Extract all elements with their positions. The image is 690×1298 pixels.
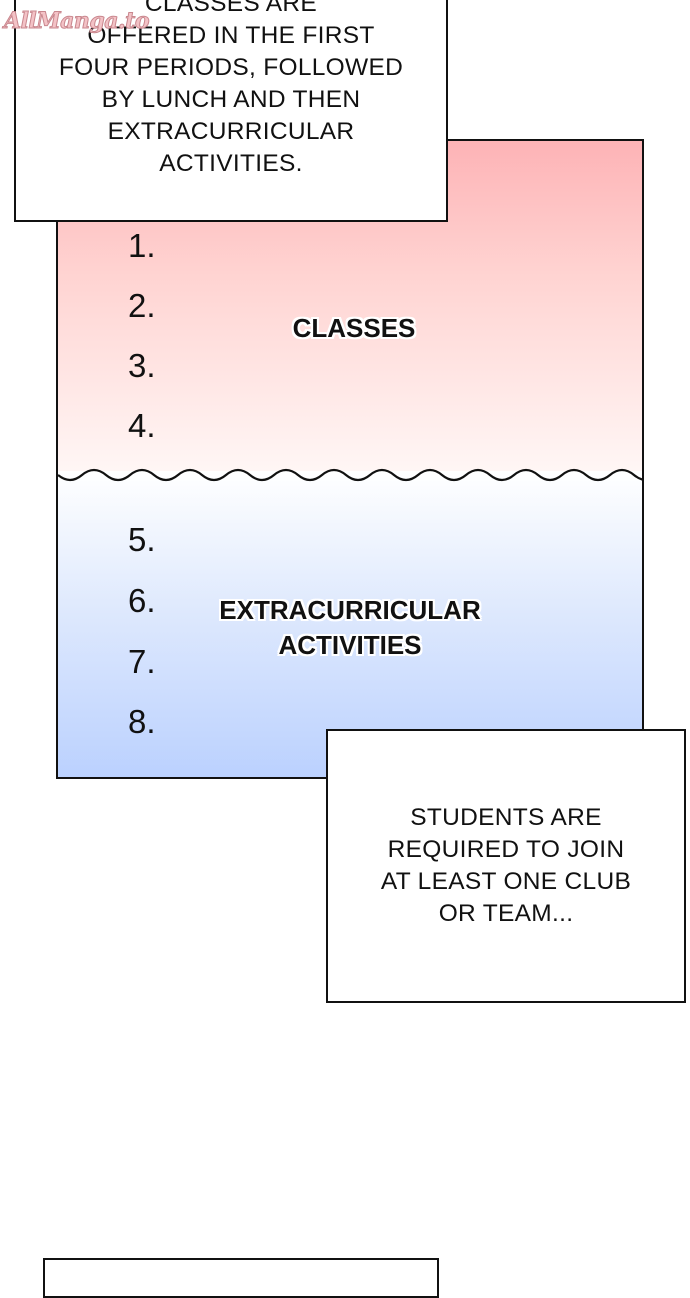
caption-next-panel xyxy=(43,1258,439,1298)
period-number: 4. xyxy=(128,407,156,444)
caption-line: REQUIRED TO JOIN xyxy=(387,836,625,863)
activities-label: EXTRACURRICULAR ACTIVITIES xyxy=(58,593,642,663)
period-number: 3. xyxy=(128,347,156,384)
activities-label-line: ACTIVITIES xyxy=(278,630,422,660)
wave-divider xyxy=(58,468,642,482)
activities-label-line: EXTRACURRICULAR xyxy=(219,595,481,625)
caption-line: CLASSES ARE xyxy=(144,0,318,17)
caption-bottom: STUDENTS ARE REQUIRED TO JOIN AT LEAST O… xyxy=(326,729,686,1003)
period-number: 6. xyxy=(128,582,156,619)
classes-label: CLASSES xyxy=(292,313,416,343)
period-number: 8. xyxy=(128,703,156,740)
period-number: 2. xyxy=(128,287,156,324)
activities-section xyxy=(58,471,642,777)
caption-line: FOUR PERIODS, FOLLOWED xyxy=(58,54,404,81)
caption-line: OR TEAM... xyxy=(438,900,574,927)
schedule-diagram: 1. 2. 3. 4. 5. 6. 7. 8. CLASSES EXTRACUR… xyxy=(56,139,644,779)
caption-line: BY LUNCH AND THEN xyxy=(101,86,361,113)
caption-line: STUDENTS ARE xyxy=(410,804,602,831)
watermark-logo: AllManga.to xyxy=(3,8,150,35)
caption-line: OFFERED IN THE FIRST xyxy=(87,22,375,49)
period-number: 5. xyxy=(128,521,156,558)
caption-line: ACTIVITIES. xyxy=(159,150,303,177)
period-number: 1. xyxy=(128,227,156,264)
caption-line: EXTRACURRICULAR xyxy=(107,118,355,145)
caption-line: AT LEAST ONE CLUB xyxy=(380,868,632,895)
caption-top: CLASSES ARE OFFERED IN THE FIRST FOUR PE… xyxy=(14,0,448,222)
period-number: 7. xyxy=(128,643,156,680)
